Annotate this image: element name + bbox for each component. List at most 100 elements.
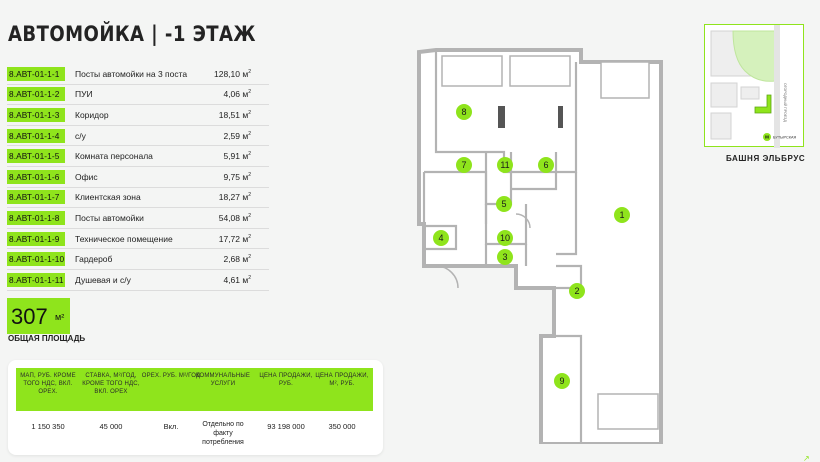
- room-area-unit-sup: 2: [248, 151, 251, 158]
- room-area: 2,59 м2: [223, 130, 251, 141]
- pricing-header-cell: ЦЕНА ПРОДАЖИ, М², РУБ.: [315, 373, 369, 387]
- map-green-area: [732, 30, 776, 82]
- room-marker-label: 11: [500, 160, 509, 170]
- map-block: [710, 82, 738, 108]
- pricing-header-cell: ЦЕНА ПРОДАЖИ, РУБ.: [259, 373, 313, 387]
- room-area: 17,72 м2: [218, 233, 251, 244]
- room-marker: [433, 230, 449, 246]
- total-area-badge: 307 м²: [7, 298, 70, 334]
- room-code: 8.АВТ-01-1-8: [7, 210, 65, 225]
- plan-wall-9: [541, 334, 583, 444]
- pricing-header-cell: ОРЕХ. РУБ. М²/ГОД: [141, 373, 201, 379]
- room-area-unit-sup: 2: [248, 213, 251, 220]
- room-marker-label: 4: [438, 233, 443, 243]
- room-area-unit-sup: 2: [248, 171, 251, 178]
- room-marker: [456, 104, 472, 120]
- room-marker-label: 9: [559, 376, 564, 386]
- room-area-unit-sup: 2: [248, 254, 251, 261]
- room-area-unit-sup: 2: [248, 233, 251, 240]
- room-area-unit-sup: 2: [248, 68, 251, 75]
- metro-label: БУТЫРСКАЯ: [773, 136, 796, 140]
- room-marker: [538, 157, 554, 173]
- room-area: 5,91 м2: [223, 151, 251, 162]
- pricing-header-cell: МАП, РУБ. КРОМЕ ТОГО НДС, ВКЛ. ОРЕХ.: [20, 373, 76, 395]
- pricing-value-cell: 1 150 350: [31, 422, 65, 431]
- room-area-unit-sup: 2: [248, 130, 251, 137]
- plan-divider: [556, 172, 578, 256]
- room-name: Комната персонала: [75, 151, 153, 162]
- plan-fixture-car4: [597, 393, 659, 430]
- room-code: 8.АВТ-01-1-4: [7, 128, 65, 143]
- room-code: 8.АВТ-01-1-10: [7, 252, 65, 267]
- plan-door-arc-2: [515, 213, 531, 229]
- room-marker: [554, 373, 570, 389]
- corner-arrow-icon: ↗: [803, 454, 810, 462]
- room-marker-label: 8: [461, 107, 466, 117]
- metro-m-icon: [763, 133, 771, 141]
- plan-wall-2: [556, 264, 583, 290]
- page-title: АВТОМОЙКА | -1 ЭТАЖ: [8, 22, 256, 46]
- pricing-value-cell: 45 000: [99, 422, 123, 431]
- pricing-table: МАП, РУБ. КРОМЕ ТОГО НДС, ВКЛ. ОРЕХ. СТАВ…: [8, 360, 383, 455]
- plan-fixture-car3: [600, 61, 650, 99]
- room-area: 128,10 м2: [214, 68, 251, 79]
- room-marker-label: 5: [501, 199, 506, 209]
- map-block: [740, 86, 760, 100]
- pricing-header-cell: СТАВКА, М²/ГОД, КРОМЕ ТОГО НДС, ВКЛ. ОРЕ…: [82, 373, 140, 395]
- pricing-value-cell: Отдельно по факту потребления: [202, 421, 244, 446]
- room-marker-label: 2: [574, 286, 579, 296]
- room-name: с/у: [75, 130, 86, 141]
- plan-wall-4: [424, 224, 458, 251]
- location-caption: БАШНЯ ЭЛЬБРУС: [726, 154, 806, 163]
- room-code: 8.АВТ-01-1-9: [7, 231, 65, 246]
- room-code: 8.АВТ-01-1-3: [7, 107, 65, 122]
- plan-wall-10: [484, 244, 528, 266]
- room-code: 8.АВТ-01-1-2: [7, 87, 65, 102]
- total-area-value: 307: [11, 304, 48, 329]
- room-row: 8.АВТ-01-1-4 с/у 2,59 м2: [7, 126, 269, 147]
- room-marker: [569, 283, 585, 299]
- room-area: 18,27 м2: [218, 192, 251, 203]
- room-marker-label: 1: [619, 210, 624, 220]
- total-area-unit: м²: [55, 312, 65, 322]
- room-marker-label: 6: [543, 160, 548, 170]
- plan-column-a: [498, 106, 505, 128]
- room-code: 8.АВТ-01-1-6: [7, 169, 65, 184]
- room-name: Клиентская зона: [75, 192, 141, 203]
- room-area-unit-sup: 2: [248, 89, 251, 96]
- room-name: Гардероб: [75, 254, 113, 265]
- plan-column-b: [558, 106, 563, 128]
- metro-m-letter: M: [765, 135, 769, 140]
- room-marker: [497, 249, 513, 265]
- room-area: 9,75 м2: [223, 171, 251, 182]
- plan-fixture-car1: [441, 55, 503, 87]
- plan-door-arc-1: [435, 265, 459, 289]
- room-marker-label: 3: [502, 252, 507, 262]
- room-area-unit-sup: 2: [248, 110, 251, 117]
- room-name: ПУИ: [75, 89, 93, 100]
- room-marker: [456, 157, 472, 173]
- total-area-label: ОБЩАЯ ПЛОЩАДЬ: [8, 334, 86, 343]
- pricing-header-bar: [16, 368, 373, 411]
- room-marker: [497, 230, 513, 246]
- room-code: 8.АВТ-01-1-1: [7, 66, 65, 81]
- room-area-unit-sup: 2: [248, 192, 251, 199]
- street-label: ОГОРОДНЫЙ ПРОЕЗД: [783, 83, 787, 122]
- room-name: Коридор: [75, 109, 109, 120]
- room-code: 8.АВТ-01-1-7: [7, 190, 65, 205]
- location-map: ОГОРОДНЫЙ ПРОЕЗД M БУТЫРСКАЯ: [704, 24, 804, 148]
- room-area: 2,68 м2: [223, 254, 251, 265]
- room-code: 8.АВТ-01-1-5: [7, 149, 65, 164]
- map-target-building: [754, 94, 772, 114]
- plan-fixture-car2: [509, 55, 571, 87]
- room-area: 4,61 м2: [223, 274, 251, 285]
